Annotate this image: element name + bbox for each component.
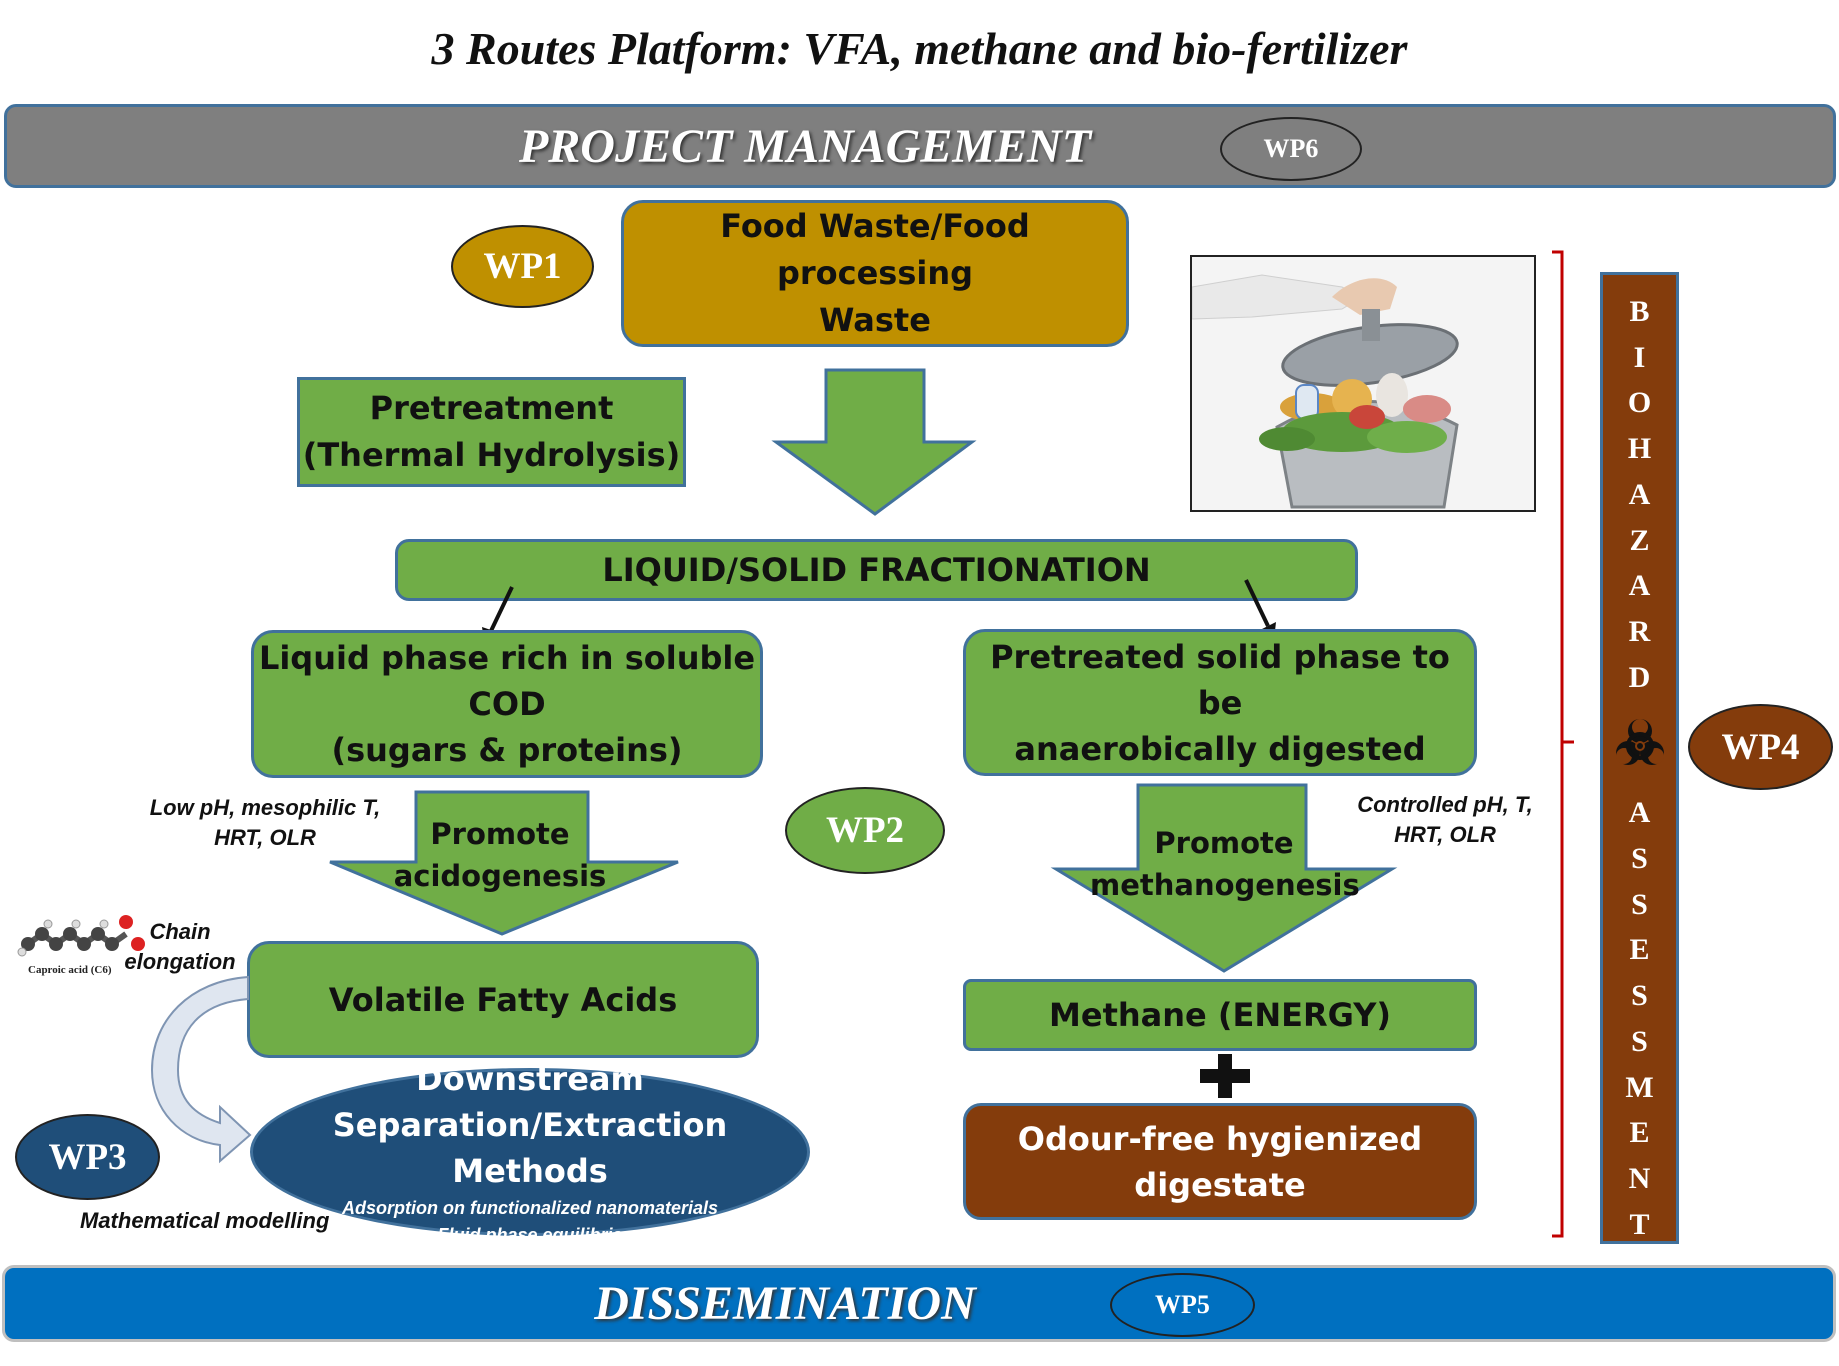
wp2-badge: WP2: [785, 787, 945, 874]
downstream-line-2: Separation/Extraction Methods: [332, 1106, 728, 1190]
fractionation-bar: LIQUID/SOLID FRACTIONATION: [395, 539, 1358, 601]
assessment-letter: M: [1625, 1070, 1654, 1104]
chain-elongation-note: Chain elongation: [118, 917, 242, 977]
biohazard-letters: B I O H A Z A R D: [1603, 289, 1676, 700]
assessment-letter: E: [1629, 1116, 1650, 1150]
methanogenesis-arrow: [1050, 783, 1398, 973]
biohazard-letter: I: [1633, 340, 1646, 374]
project-management-label: PROJECT MANAGEMENT: [518, 119, 1092, 173]
assessment-letter: S: [1631, 887, 1648, 921]
biohazard-assessment-bar: B I O H A Z A R D A S S E S S M E: [1600, 272, 1679, 1244]
food-waste-box: Food Waste/Food processing Waste: [621, 200, 1129, 347]
assessment-letter: N: [1628, 1161, 1651, 1195]
left-conditions-line-1: Low pH, mesophilic T,: [149, 795, 381, 820]
wp6-badge: WP6: [1220, 117, 1362, 181]
biohazard-bracket: [1552, 250, 1574, 1238]
biohazard-letter: A: [1628, 477, 1651, 511]
liquid-phase-box: Liquid phase rich in soluble COD (sugars…: [251, 630, 763, 778]
assessment-letter: S: [1631, 842, 1648, 876]
downstream-ellipse: Downstream Separation/Extraction Methods…: [250, 1060, 810, 1245]
biohazard-letter: H: [1627, 432, 1652, 466]
methane-box: Methane (ENERGY): [963, 979, 1477, 1051]
biohazard-icon: [1603, 700, 1676, 790]
chain-elongation-line-2: elongation: [124, 949, 236, 974]
curved-arrow-icon: [150, 975, 252, 1164]
dissemination-label: DISSEMINATION: [594, 1277, 976, 1330]
downstream-line-1: Downstream: [416, 1060, 644, 1098]
biohazard-letter: A: [1628, 569, 1651, 603]
plus-icon: [1200, 1054, 1250, 1098]
solid-phase-box: Pretreated solid phase to be anaerobical…: [963, 629, 1477, 776]
assessment-letter: S: [1631, 1024, 1648, 1058]
assessment-letter: A: [1628, 796, 1651, 830]
wp3-badge: WP3: [15, 1114, 160, 1200]
food-waste-bin-photo: [1190, 255, 1536, 512]
digestate-line-1: Odour-free hygienized: [1017, 1119, 1423, 1158]
liquid-phase-line-2: (sugars & proteins): [331, 731, 683, 769]
wp1-badge: WP1: [451, 225, 594, 308]
right-conditions-line-2: HRT, OLR: [1394, 822, 1496, 847]
acidogenesis-label: Promote acidogenesis: [380, 813, 620, 897]
down-arrow-main: [771, 368, 977, 516]
pretreatment-line-2: (Thermal Hydrolysis): [302, 436, 681, 474]
liquid-phase-line-1: Liquid phase rich in soluble COD: [258, 639, 756, 723]
downstream-sub-1: Adsorption on functionalized nanomateria…: [341, 1198, 719, 1218]
left-conditions-note: Low pH, mesophilic T, HRT, OLR: [140, 793, 390, 853]
digestate-box: Odour-free hygienized digestate: [963, 1103, 1477, 1220]
pretreatment-line-1: Pretreatment: [369, 389, 614, 427]
modelling-note: Mathematical modelling: [80, 1208, 330, 1233]
wp4-badge: WP4: [1688, 704, 1833, 790]
assessment-letter: E: [1629, 933, 1650, 967]
assessment-letters: A S S E S S M E N T: [1603, 790, 1676, 1247]
food-waste-line-1: Food Waste/Food processing: [720, 207, 1030, 292]
methanogenesis-line-2: methanogenesis: [1090, 868, 1360, 902]
acidogenesis-arrow: [329, 790, 679, 936]
assessment-letter: S: [1631, 979, 1648, 1013]
biohazard-letter: B: [1629, 295, 1650, 328]
biohazard-letter: R: [1628, 614, 1651, 648]
dissemination-bar: DISSEMINATION: [2, 1265, 1836, 1342]
vfa-box: Volatile Fatty Acids: [247, 941, 759, 1058]
methanogenesis-line-1: Promote: [1154, 826, 1294, 860]
digestate-line-2: digestate: [1134, 1165, 1306, 1204]
page-title: 3 Routes Platform: VFA, methane and bio-…: [431, 22, 1408, 74]
methanogenesis-label: Promote methanogenesis: [1090, 822, 1360, 906]
caproic-acid-label: Caproic acid (C6): [28, 964, 112, 976]
downstream-sub-2: Fluid phase equilibria: [437, 1225, 623, 1245]
project-management-bar: PROJECT MANAGEMENT: [4, 104, 1836, 188]
right-conditions-note: Controlled pH, T, HRT, OLR: [1340, 790, 1550, 850]
caproic-acid-molecule-icon: [17, 915, 145, 957]
right-conditions-line-1: Controlled pH, T,: [1357, 792, 1533, 817]
solid-phase-line-2: anaerobically digested: [1014, 729, 1426, 768]
biohazard-letter: D: [1628, 660, 1651, 694]
acidogenesis-line-1: Promote: [430, 817, 570, 851]
left-conditions-line-2: HRT, OLR: [214, 825, 316, 850]
acidogenesis-line-2: acidogenesis: [393, 859, 607, 893]
assessment-letter: T: [1629, 1207, 1650, 1241]
biohazard-letter: O: [1627, 386, 1652, 420]
wp5-badge: WP5: [1110, 1273, 1255, 1337]
biohazard-letter: Z: [1629, 523, 1650, 557]
solid-phase-line-1: Pretreated solid phase to be: [990, 637, 1450, 722]
pretreatment-box: Pretreatment (Thermal Hydrolysis): [297, 377, 686, 487]
food-waste-line-2: Waste: [819, 301, 931, 339]
chain-elongation-line-1: Chain: [149, 919, 211, 944]
